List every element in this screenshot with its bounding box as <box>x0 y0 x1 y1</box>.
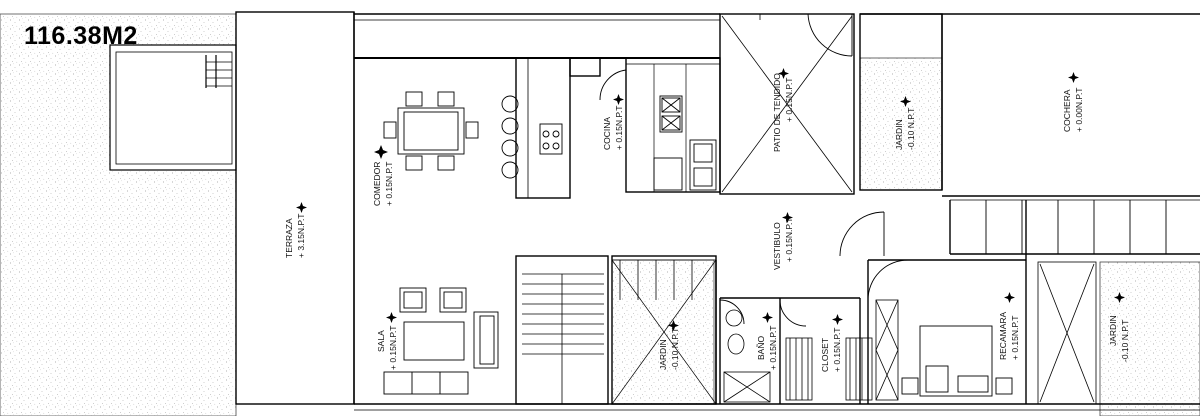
room-vestibulo-name: VESTIBULO <box>772 222 782 270</box>
kitchen-fixtures <box>539 95 717 191</box>
room-patio-level: + 0.15N.P.T <box>784 78 794 123</box>
room-jardin-center-name: JARDIN <box>658 339 668 370</box>
room-patio-name: PATIO DE TENDIDO <box>772 73 782 152</box>
level-markers <box>296 68 1125 331</box>
room-jardin-right-level: -0.10 N.P.T <box>1120 320 1130 362</box>
room-cocina-level: + 0.15N.P.T <box>614 106 624 151</box>
area-label: 116.38M2 <box>24 22 138 50</box>
room-sala-level: + 0.15N.P.T <box>388 326 398 371</box>
room-cochera-level: + 0.00N.P.T <box>1074 88 1084 133</box>
room-jardin-right-name: JARDIN <box>1108 315 1118 346</box>
bath-closet-fixtures <box>723 299 899 403</box>
room-vestibulo-level: + 0.15N.P.T <box>784 218 794 263</box>
room-comedor-level: + 0.15N.P.T <box>384 162 394 207</box>
room-recamara-name: RECAMARA <box>998 311 1008 360</box>
dining-table <box>383 91 479 171</box>
door-swings <box>599 13 909 327</box>
garden-hatch-areas <box>0 13 1200 416</box>
jardin-right-cross <box>1037 261 1097 405</box>
jardin-top-hatch <box>859 57 943 191</box>
jardin-center-cross <box>611 259 717 405</box>
left-exterior-hatch <box>0 13 237 416</box>
bar-stools <box>501 95 519 179</box>
room-labels: TERRAZA + 3.15N.P.T COMEDOR + 0.15N.P.T … <box>284 73 1130 372</box>
room-closet-level: + 0.15N.P.T <box>832 328 842 373</box>
room-terraza-level: + 3.15N.P.T <box>296 214 306 259</box>
room-terraza-name: TERRAZA <box>284 218 294 258</box>
living-furniture <box>383 287 499 395</box>
walls <box>235 11 1200 411</box>
room-jardin-top-level: -0.10 N.P.T <box>906 108 916 150</box>
room-cocina-name: COCINA <box>602 117 612 150</box>
room-cochera-name: COCHERA <box>1062 89 1072 132</box>
room-closet-name: CLOSET <box>820 338 830 372</box>
bed <box>901 325 1013 397</box>
stairs <box>522 260 693 404</box>
left-pool-block <box>109 44 237 171</box>
room-comedor-name: COMEDOR <box>372 162 382 206</box>
room-jardin-top-name: JARDIN <box>894 119 904 150</box>
room-jardin-center-level: -0.10 N.P.T <box>670 328 680 370</box>
room-bano-name: BAÑO <box>756 336 766 360</box>
cochera-strips <box>985 200 1167 254</box>
room-recamara-level: + 0.15N.P.T <box>1010 316 1020 361</box>
room-sala-name: SALA <box>376 330 386 352</box>
jardin-bottom-hatch <box>1099 261 1200 416</box>
room-bano-level: + 0.15N.P.T <box>768 326 778 371</box>
